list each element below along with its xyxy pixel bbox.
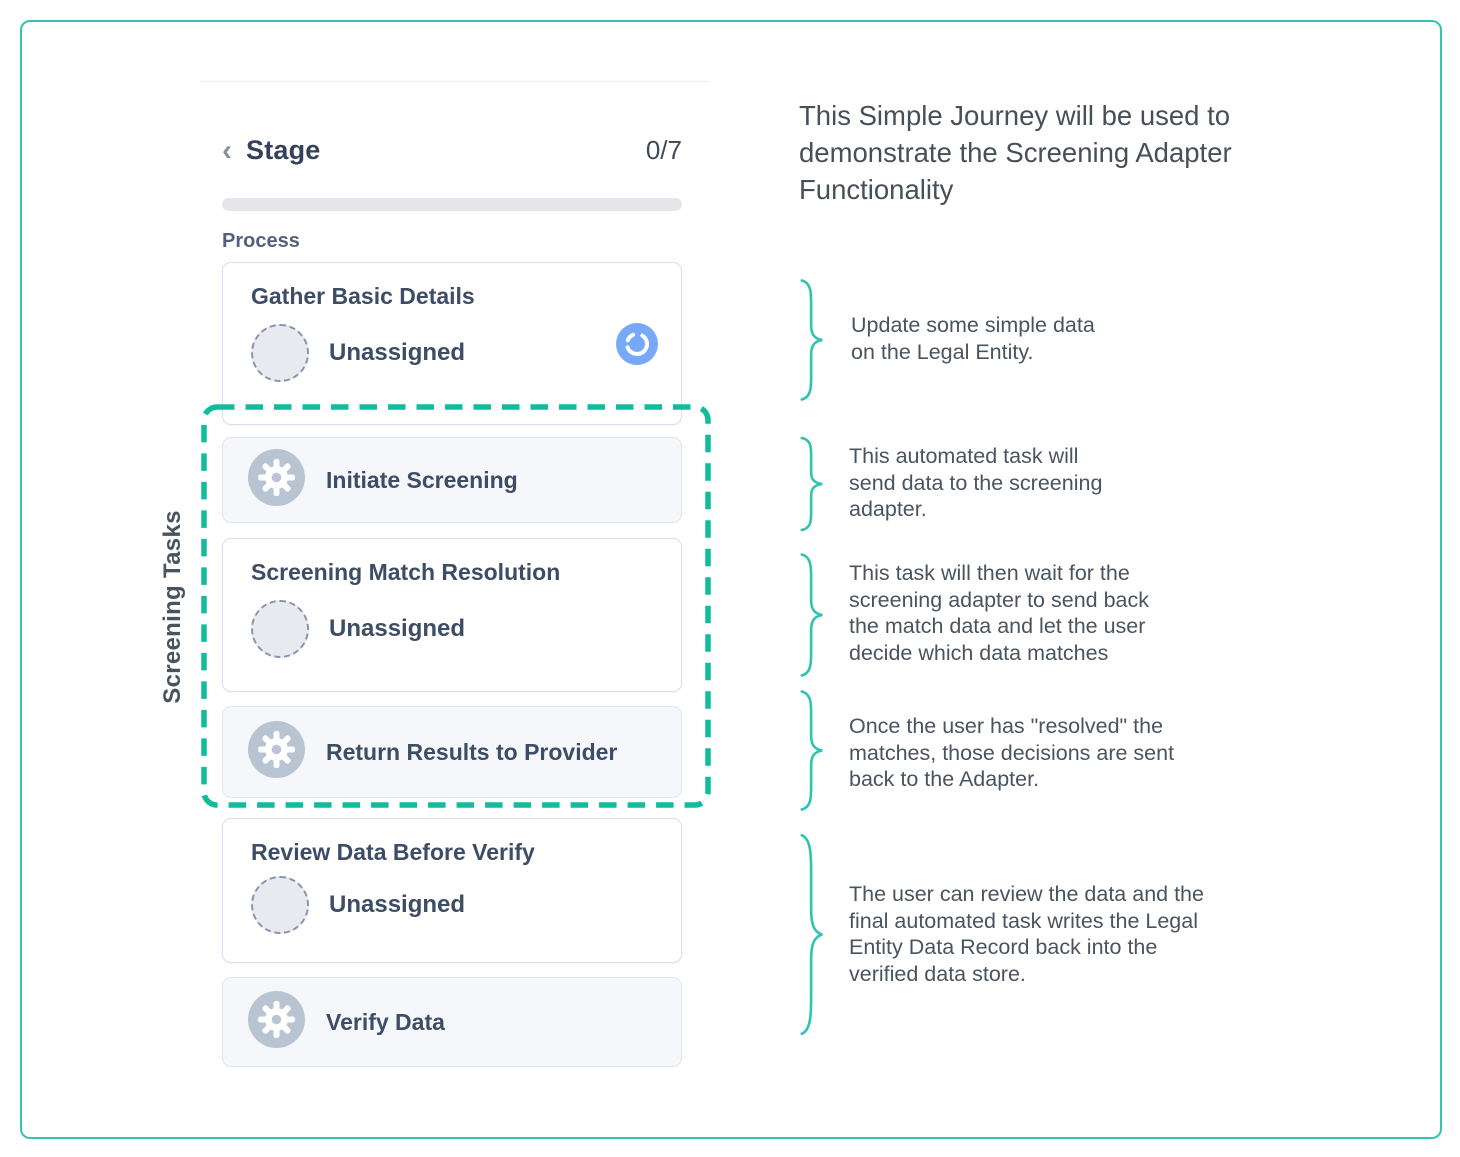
assignee-label: Unassigned xyxy=(329,891,466,918)
annotation-brace-2 xyxy=(799,436,827,532)
task-title: Verify Data xyxy=(326,1008,445,1035)
process-section-label: Process xyxy=(222,230,300,252)
task-card-verify-data[interactable]: Verify Data xyxy=(222,977,682,1067)
unassigned-avatar[interactable] xyxy=(251,876,309,934)
annotation-note-4: Once the user has "resolved" the matches… xyxy=(849,714,1175,791)
task-counter: 0/7 xyxy=(645,135,682,165)
unassigned-avatar[interactable] xyxy=(251,600,309,658)
task-title: Initiate Screening xyxy=(326,466,518,493)
sync-in-progress-icon[interactable] xyxy=(615,322,659,366)
annotation-brace-4 xyxy=(799,689,827,812)
task-title: Return Results to Provider xyxy=(326,738,618,765)
task-title: Screening Match Resolution xyxy=(251,559,561,585)
annotation-note-2: This automated task will send data to th… xyxy=(849,444,1103,521)
task-card-screening-match-resolution[interactable]: Screening Match Resolution Unassigned xyxy=(222,538,682,692)
stage-header: ‹ Stage 0/7 xyxy=(222,135,682,166)
annotation-brace-1 xyxy=(799,278,827,402)
assignee-label: Unassigned xyxy=(329,615,466,642)
task-card-initiate-screening[interactable]: Initiate Screening xyxy=(222,437,682,523)
annotation-note-5: The user can review the data and the fin… xyxy=(849,882,1204,986)
gear-icon xyxy=(248,721,305,783)
stage-title: Stage xyxy=(246,135,321,165)
panel-top-divider xyxy=(200,81,710,82)
gear-icon xyxy=(248,449,305,511)
unassigned-avatar[interactable] xyxy=(251,324,309,382)
task-card-return-results-to-provider[interactable]: Return Results to Provider xyxy=(222,706,682,798)
back-chevron-icon[interactable]: ‹ xyxy=(222,133,232,167)
screening-tasks-group-label: Screening Tasks xyxy=(159,510,186,704)
annotation-brace-5 xyxy=(799,831,827,1038)
annotation-note-1: Update some simple data on the Legal Ent… xyxy=(851,313,1095,364)
task-card-review-data-before-verify[interactable]: Review Data Before Verify Unassigned xyxy=(222,818,682,963)
assignee-label: Unassigned xyxy=(329,339,466,366)
task-title: Review Data Before Verify xyxy=(251,839,535,865)
stage-progress-bar xyxy=(222,198,682,211)
annotation-brace-3 xyxy=(799,552,827,678)
task-card-gather-basic-details[interactable]: Gather Basic Details Unassigned xyxy=(222,262,682,425)
annotation-note-3: This task will then wait for the screeni… xyxy=(849,561,1150,665)
task-title: Gather Basic Details xyxy=(251,283,475,309)
gear-icon xyxy=(248,991,305,1053)
doc-title: This Simple Journey will be used to demo… xyxy=(799,100,1232,205)
